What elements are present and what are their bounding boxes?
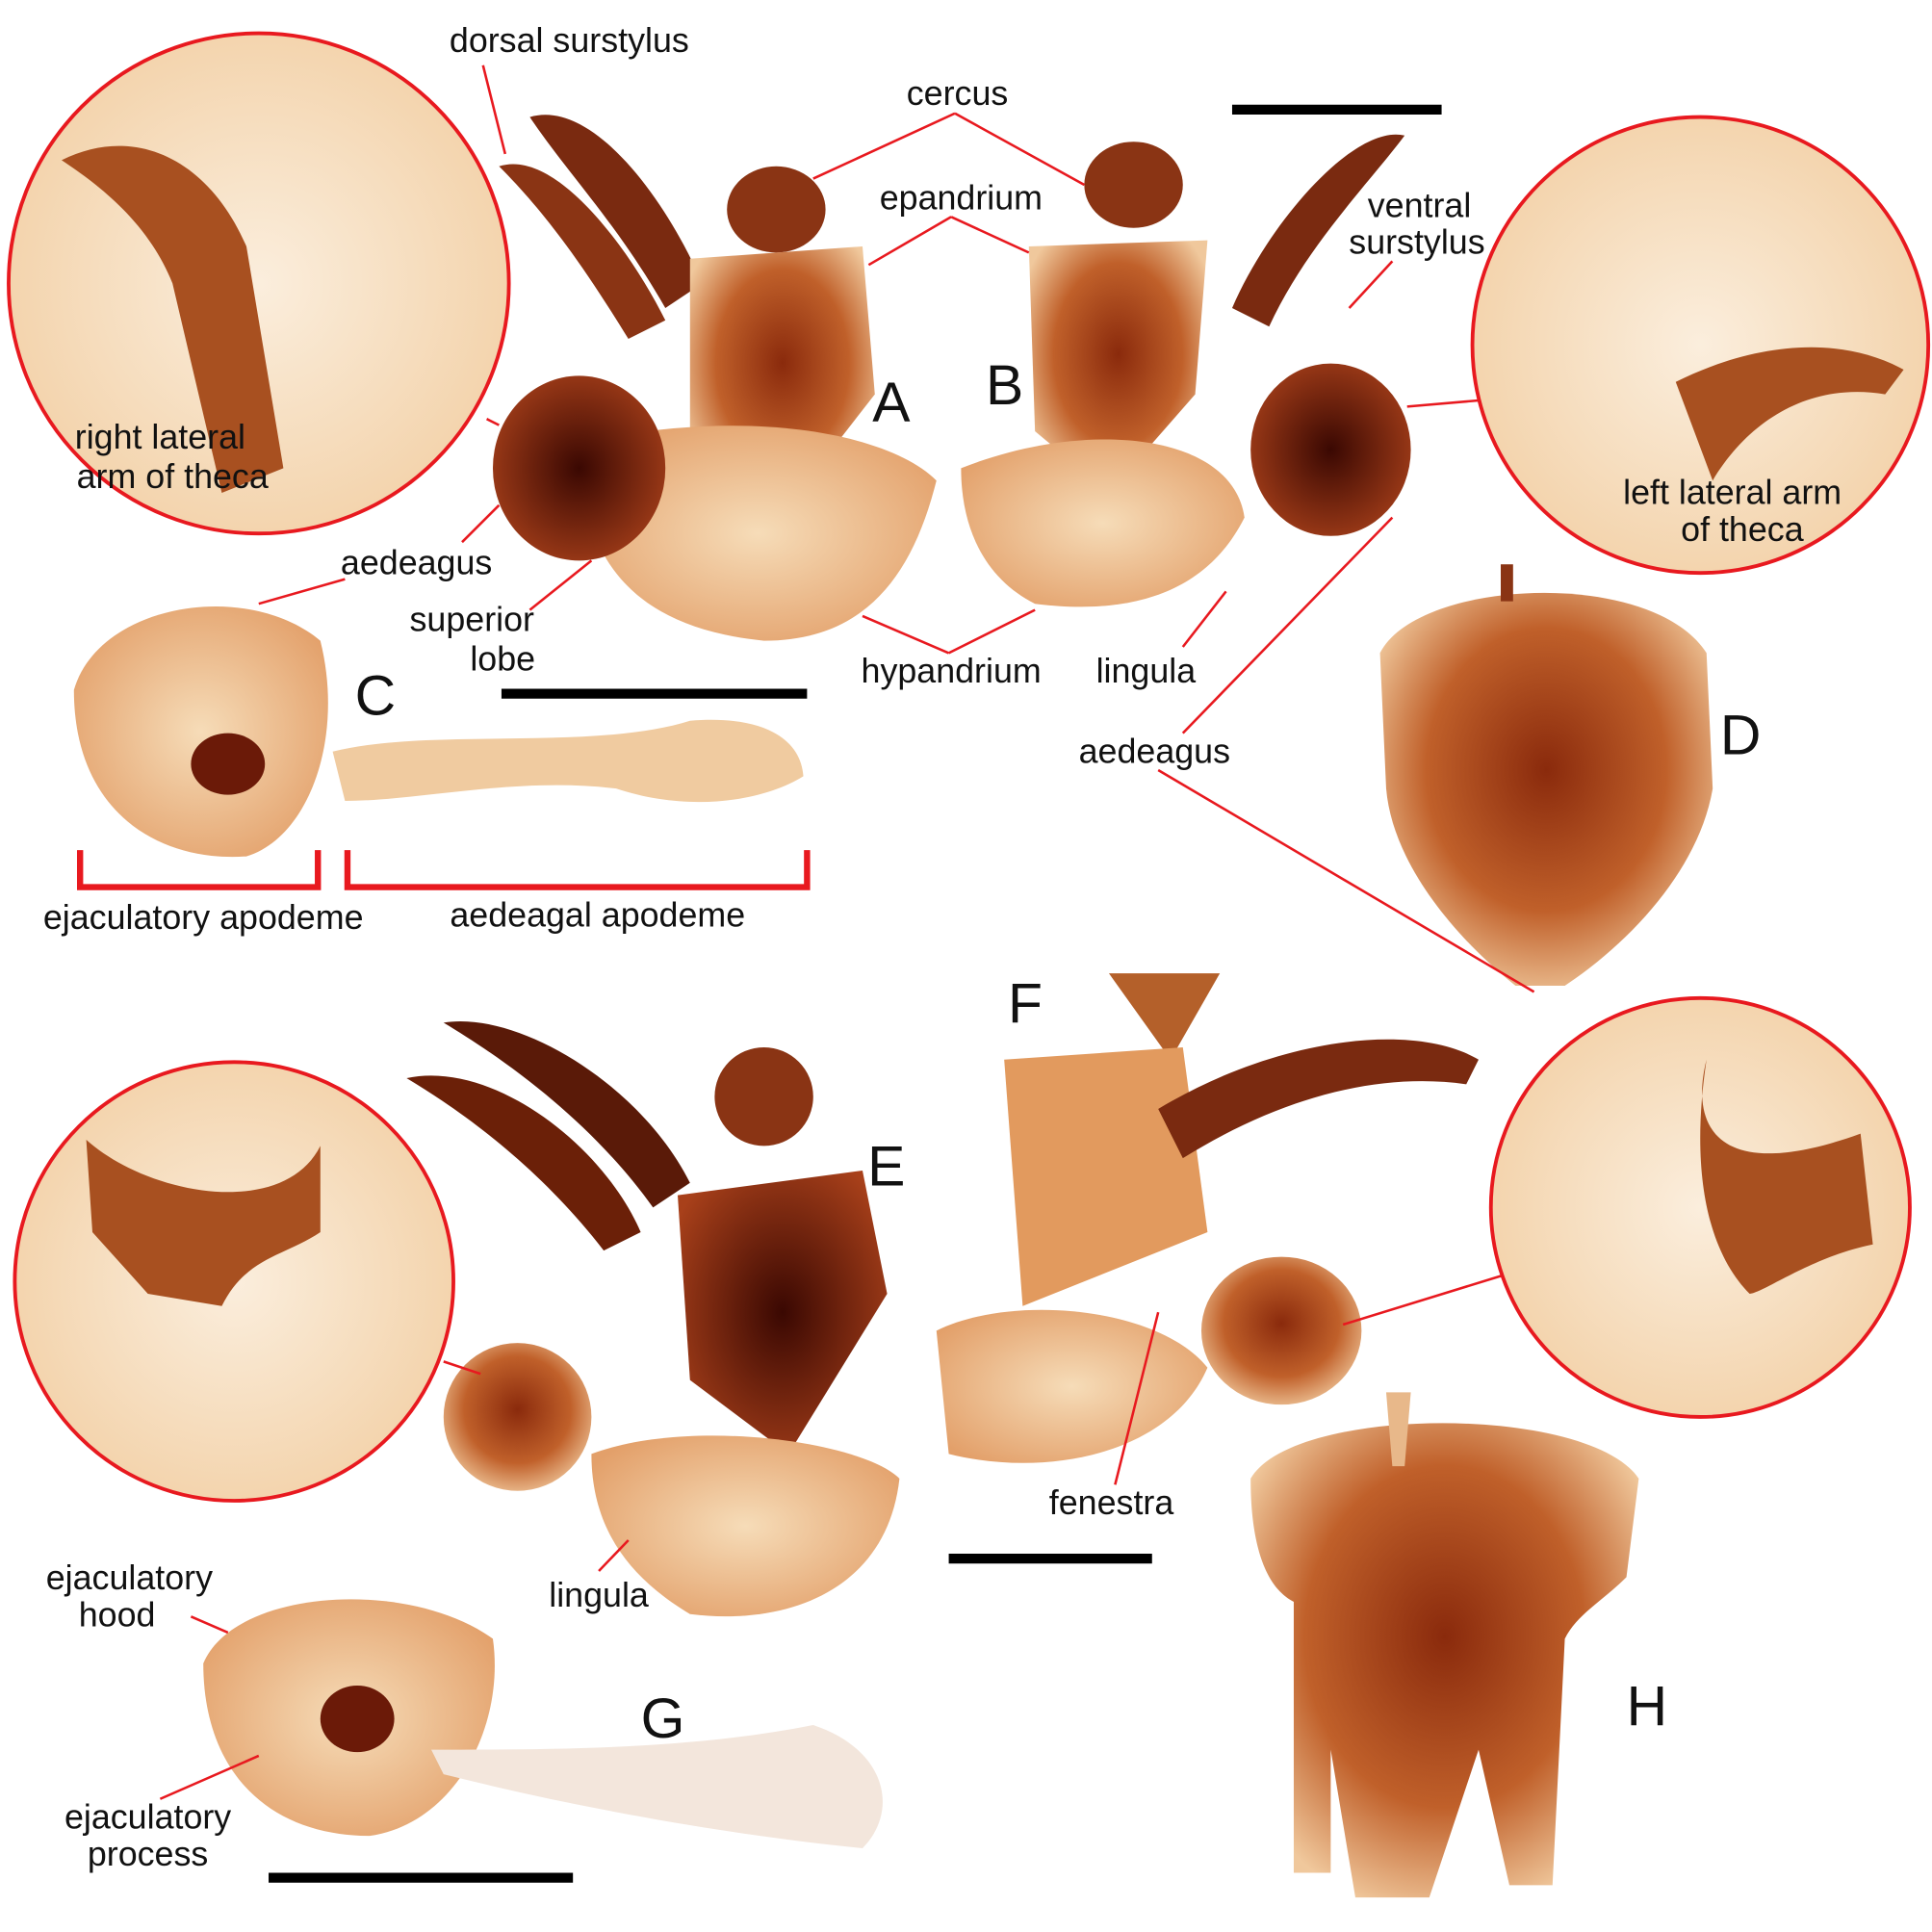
label-fenestra: fenestra [1049, 1483, 1174, 1522]
specimen-g [203, 1599, 883, 1848]
ejaculatory-apodeme-bracket [76, 850, 322, 890]
specimen-h [1250, 1392, 1639, 1898]
label-aedeagus-left: aedeagus [341, 543, 492, 581]
label-cercus: cercus [907, 74, 1009, 113]
label-ejaculatory-process-1: ejaculatory [64, 1797, 231, 1836]
label-ejaculatory-hood-1: ejaculatory [46, 1558, 213, 1597]
panel-d: D [1720, 704, 1762, 766]
label-right-arm-2: arm of theca [77, 457, 269, 496]
panel-e: E [867, 1135, 905, 1198]
panel-h: H [1627, 1675, 1668, 1738]
label-ejaculatory-apodeme: ejaculatory apodeme [43, 898, 364, 937]
panel-a: A [872, 372, 911, 434]
panel-f: F [1008, 972, 1043, 1035]
specimen-a [492, 115, 937, 641]
label-left-arm-1: left lateral arm [1623, 474, 1842, 512]
scale-bars [269, 104, 1442, 1883]
panel-b: B [986, 354, 1023, 417]
inset-circle-right-arm [7, 31, 511, 536]
specimen-e [406, 1020, 900, 1617]
panel-g: G [641, 1687, 685, 1750]
specimen-d [1379, 564, 1713, 986]
panel-c: C [355, 664, 397, 727]
label-lingula-top: lingula [1096, 652, 1197, 690]
label-ejaculatory-process-2: process [88, 1835, 208, 1873]
label-dorsal-surstylus: dorsal surstylus [450, 21, 689, 60]
specimen-b [961, 134, 1411, 607]
label-ventral-surstylus-2: surstylus [1349, 223, 1484, 262]
specimen-c [73, 606, 804, 858]
aedeagal-apodeme-bracket [344, 850, 811, 890]
inset-circle-left-arm [1470, 115, 1931, 576]
label-right-arm-1: right lateral [75, 418, 245, 456]
inset-circle-e [13, 1060, 455, 1503]
label-left-arm-2: of theca [1681, 510, 1804, 549]
label-superior-lobe-1: superior [410, 600, 535, 638]
label-aedeagus-right: aedeagus [1079, 732, 1230, 770]
leader-lines [159, 64, 1535, 1800]
label-hypandrium: hypandrium [862, 652, 1042, 690]
inset-circle-f [1488, 995, 1912, 1419]
label-ventral-surstylus-1: ventral [1368, 186, 1472, 224]
label-superior-lobe-2: lobe [470, 639, 535, 678]
specimen-f [936, 973, 1479, 1463]
label-lingula-bottom: lingula [549, 1576, 649, 1614]
label-epandrium: epandrium [880, 179, 1043, 218]
label-aedeagal-apodeme: aedeagal apodeme [450, 896, 745, 935]
label-ejaculatory-hood-2: hood [79, 1596, 156, 1635]
